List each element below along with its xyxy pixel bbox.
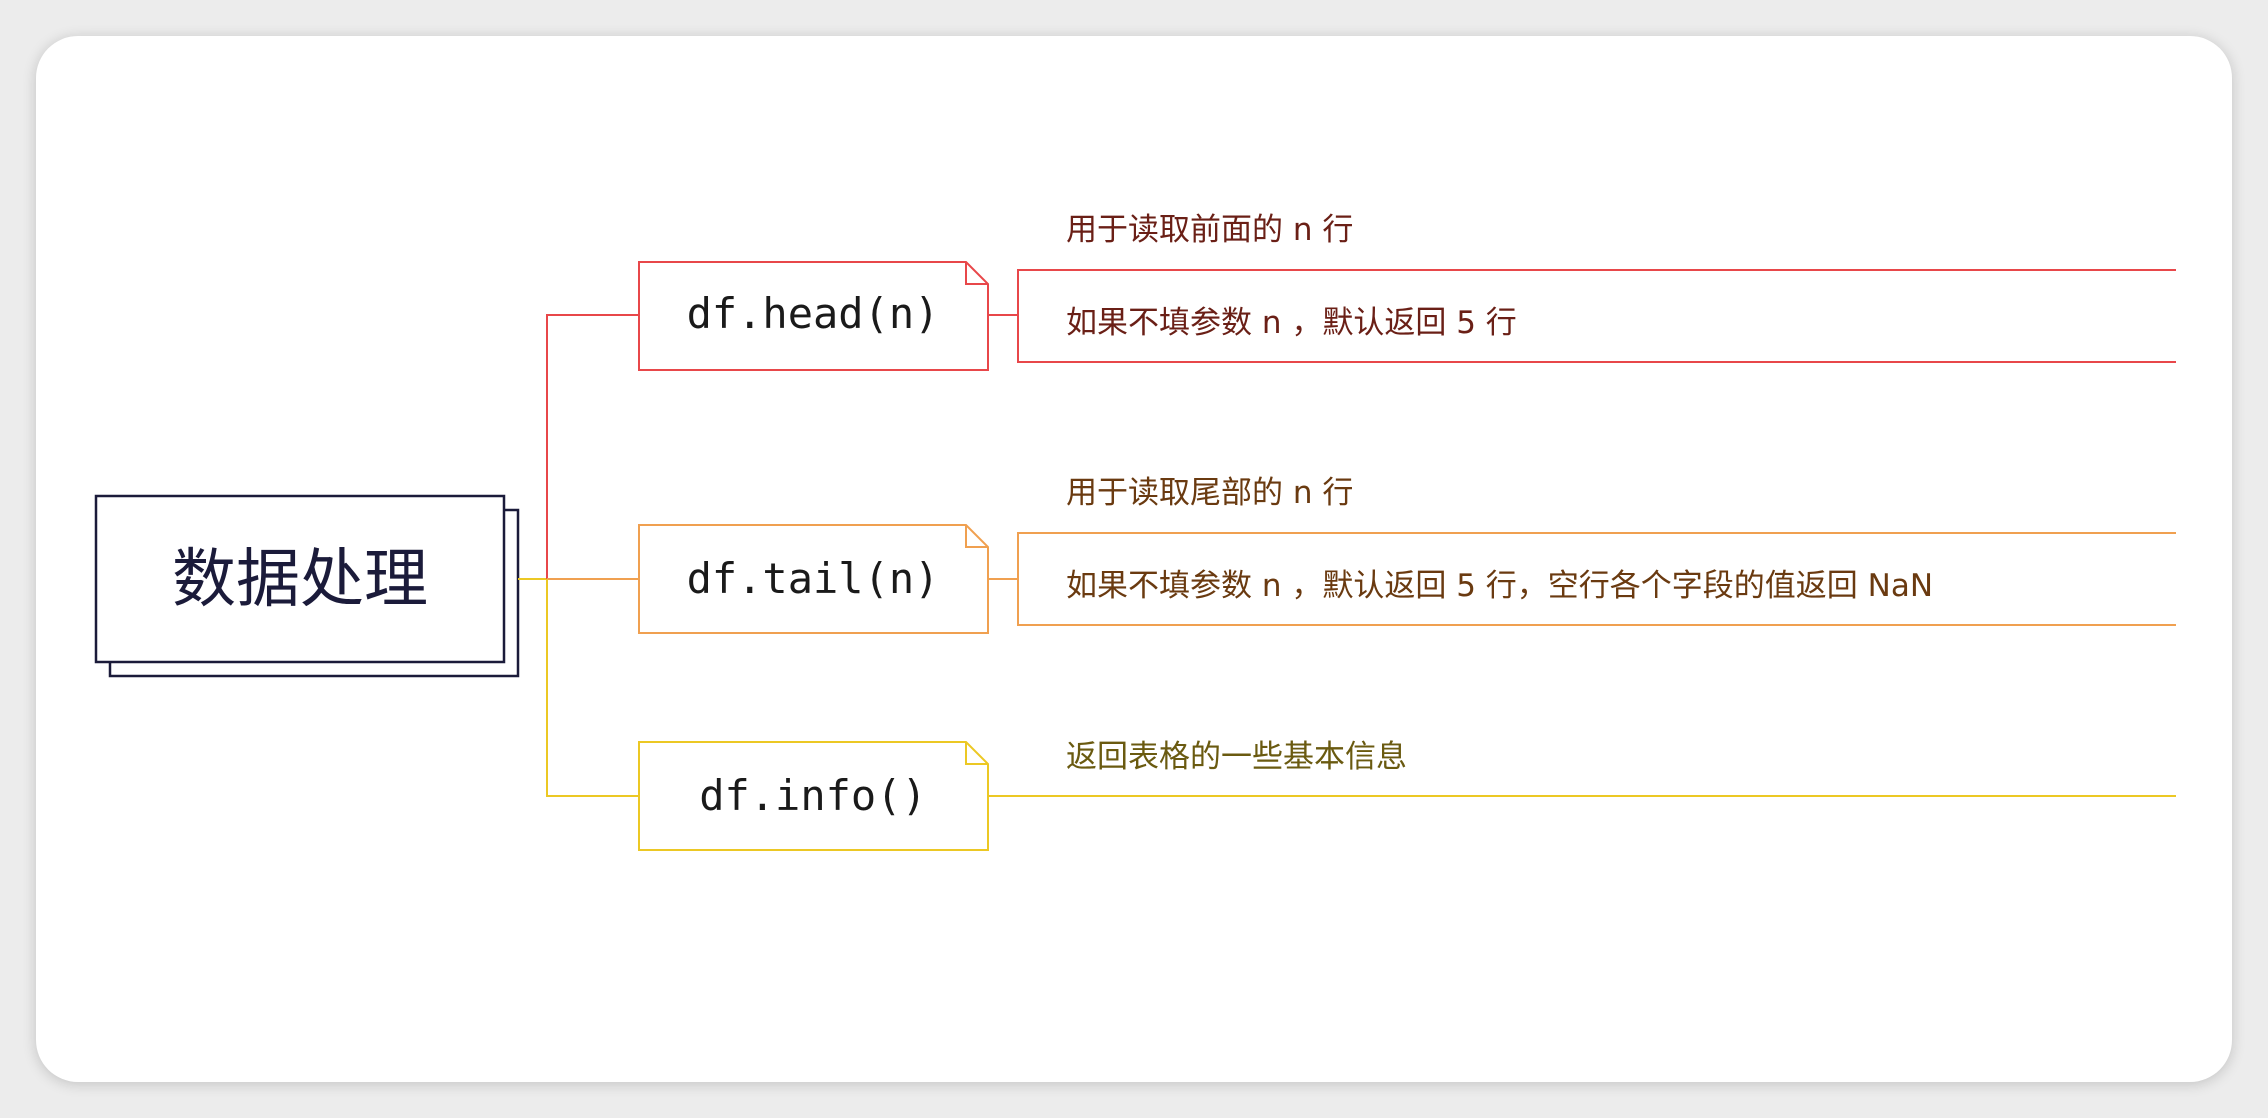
branch-tail-note-1: 用于读取尾部的 n 行 (1066, 475, 1353, 511)
branch-tail-label: df.tail(n) (687, 554, 940, 603)
branch-head-label: df.head(n) (687, 289, 940, 338)
branch-head-note-frame (1017, 269, 2176, 363)
branch-head-note-2: 如果不填参数 n ，默认返回 5 行 (1066, 305, 1517, 341)
dog-ear-icon (965, 742, 988, 765)
connector-head (546, 314, 640, 579)
root-node-label: 数据处理 (172, 543, 428, 617)
branch-head-box (638, 261, 989, 371)
branch-info-note-1: 返回表格的一些基本信息 (1066, 739, 1407, 775)
branch-tail[interactable]: df.tail(n) 用于读取尾部的 n 行 如果不填参数 n ，默认返回 5 … (638, 475, 2176, 634)
dog-ear-icon (965, 525, 988, 548)
dog-ear-icon (965, 262, 988, 285)
root-node-box (94, 494, 506, 664)
branch-head[interactable]: df.head(n) 用于读取前面的 n 行 如果不填参数 n ，默认返回 5 … (638, 212, 2176, 371)
branch-info-box (638, 741, 989, 851)
branch-head-note-1: 用于读取前面的 n 行 (1066, 212, 1353, 248)
branch-tail-box (638, 524, 989, 634)
branch-tail-note-2: 如果不填参数 n ，默认返回 5 行，空行各个字段的值返回 NaN (1066, 568, 1933, 604)
branch-info-label: df.info() (699, 771, 927, 820)
branch-info[interactable]: df.info() 返回表格的一些基本信息 (638, 739, 2176, 851)
branch-tail-note-frame (1017, 532, 2176, 626)
connectors (518, 314, 640, 797)
connector-info (546, 579, 640, 797)
root-node[interactable]: 数据处理 (94, 494, 520, 678)
